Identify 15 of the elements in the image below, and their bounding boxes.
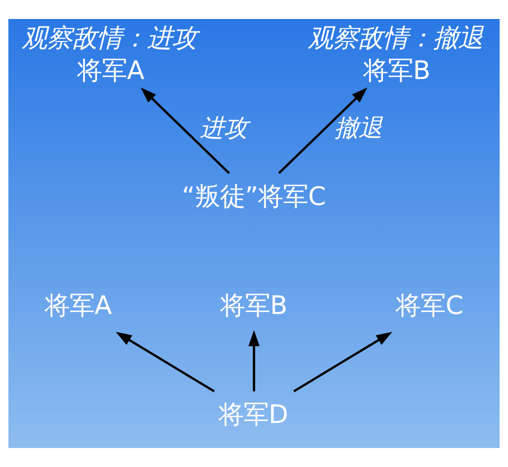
node-text: 将军B <box>220 291 288 322</box>
arrow <box>278 87 368 174</box>
node-text: “叛徒”将军C <box>182 182 326 212</box>
node-text: 将军C <box>396 291 464 322</box>
node-text: 将军A <box>77 56 144 86</box>
node-text: 将军A <box>44 291 112 322</box>
node-label: 观察敌情：撤退 <box>308 23 483 54</box>
edge-label: 进攻 <box>200 114 248 142</box>
node-text: 将军D <box>218 400 288 430</box>
arrow <box>248 330 260 392</box>
edge-label: 撤退 <box>334 114 383 142</box>
arrow <box>293 332 392 392</box>
arrow <box>116 332 215 392</box>
arrow <box>140 87 230 174</box>
node-text: 将军B <box>363 56 431 86</box>
